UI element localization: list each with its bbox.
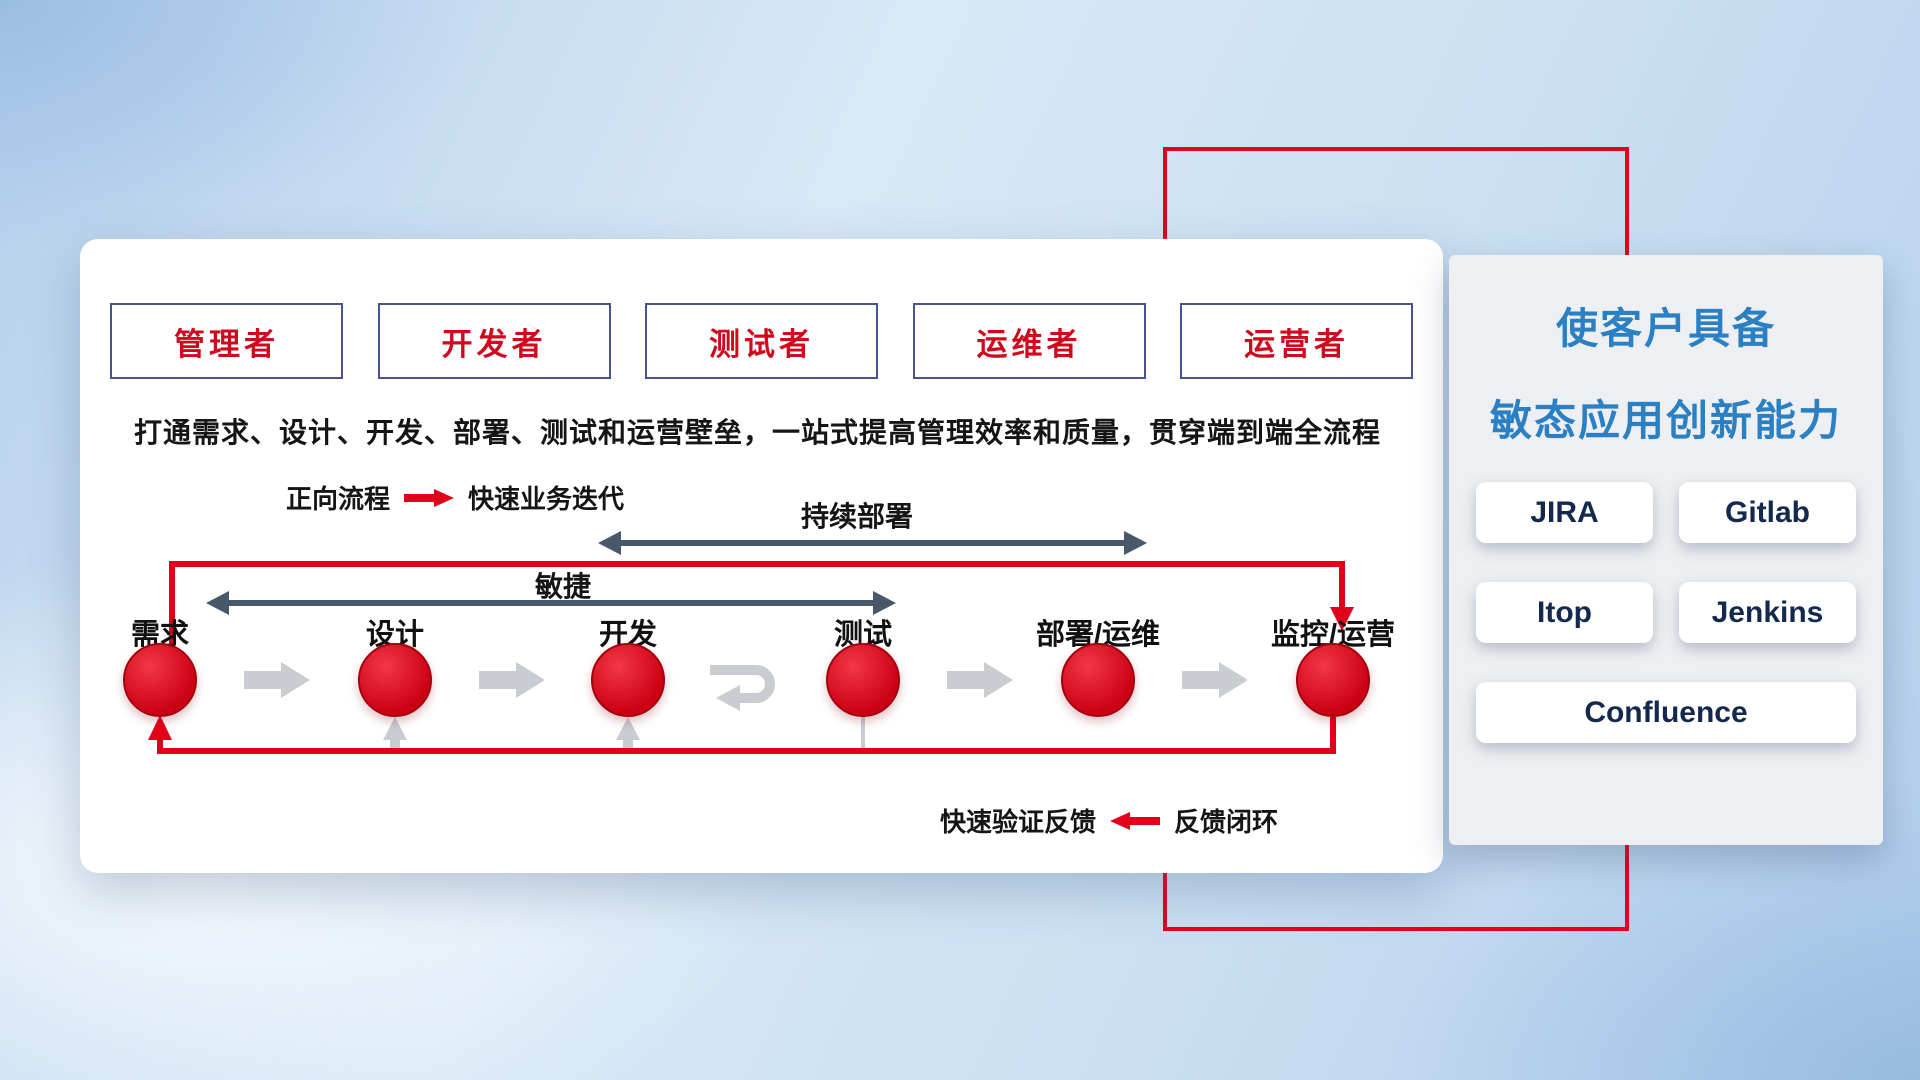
forward-flow-desc: 快速业务迭代 xyxy=(468,484,625,514)
flow-step-arrow-icon xyxy=(1182,662,1248,698)
role-label: 运维者 xyxy=(976,326,1082,362)
roles-row: 管理者 开发者 测试者 运维者 运营者 xyxy=(110,303,1413,379)
forward-flow-label: 正向流程 xyxy=(286,484,391,514)
capability-panel: 使客户具备 敏态应用创新能力 JIRA Gitlab Itop Jenkins … xyxy=(1449,255,1883,845)
tools-grid: JIRA Gitlab Itop Jenkins Confluence xyxy=(1476,482,1856,743)
feedback-up-arrow-dev xyxy=(616,717,640,748)
tool-chip-jira: JIRA xyxy=(1476,482,1653,543)
stage-node-design xyxy=(358,643,432,717)
forward-loop-line xyxy=(169,561,1354,645)
role-box-tester: 测试者 xyxy=(645,303,878,379)
role-label: 开发者 xyxy=(441,326,547,362)
role-box-business-ops: 运营者 xyxy=(1180,303,1413,379)
role-label: 运营者 xyxy=(1244,326,1349,362)
role-label: 管理者 xyxy=(174,326,279,362)
feedback-legend: 快速验证反馈 反馈闭环 xyxy=(940,802,1278,839)
tool-chip-confluence: Confluence xyxy=(1476,682,1856,743)
devops-flow-card: 管理者 开发者 测试者 运维者 运营者 打通需求、设计、开发、部署、测试和运营壁… xyxy=(80,239,1443,873)
forward-arrow-icon xyxy=(404,488,455,507)
role-label: 测试者 xyxy=(709,326,814,362)
tool-chip-jenkins: Jenkins xyxy=(1679,582,1856,643)
tool-chip-gitlab: Gitlab xyxy=(1679,482,1856,543)
stage-node-deploy-ops xyxy=(1061,643,1135,717)
feedback-desc: 快速验证反馈 xyxy=(940,807,1097,837)
flow-description: 打通需求、设计、开发、部署、测试和运营壁垒，一站式提高管理效率和质量，贯穿端到端… xyxy=(134,417,1382,448)
panel-title-line2: 敏态应用创新能力 xyxy=(1489,397,1842,444)
stage-node-monitor-ops xyxy=(1296,643,1370,717)
flow-step-arrow-icon xyxy=(244,662,310,698)
iteration-loop-icon xyxy=(710,665,775,711)
flow-step-arrow-icon xyxy=(947,662,1013,698)
feedback-label: 反馈闭环 xyxy=(1174,807,1279,837)
agile-label: 敏捷 xyxy=(534,571,592,602)
forward-flow-legend: 正向流程 快速业务迭代 xyxy=(286,479,624,516)
role-box-ops: 运维者 xyxy=(912,303,1146,379)
tool-chip-itop: Itop xyxy=(1476,582,1653,643)
feedback-loop-line xyxy=(148,715,1336,754)
panel-title-line1: 使客户具备 xyxy=(1555,305,1776,352)
feedback-up-arrow-design xyxy=(383,717,407,748)
stage-node-requirement xyxy=(123,643,197,717)
stage-node-develop xyxy=(591,643,665,717)
continuous-deploy-label: 持续部署 xyxy=(800,501,914,532)
feedback-arrow-icon xyxy=(1110,811,1161,830)
flow-step-arrow-icon xyxy=(479,662,545,698)
stage-node-test xyxy=(826,643,900,717)
role-box-developer: 开发者 xyxy=(377,303,611,379)
role-box-manager: 管理者 xyxy=(110,303,343,379)
